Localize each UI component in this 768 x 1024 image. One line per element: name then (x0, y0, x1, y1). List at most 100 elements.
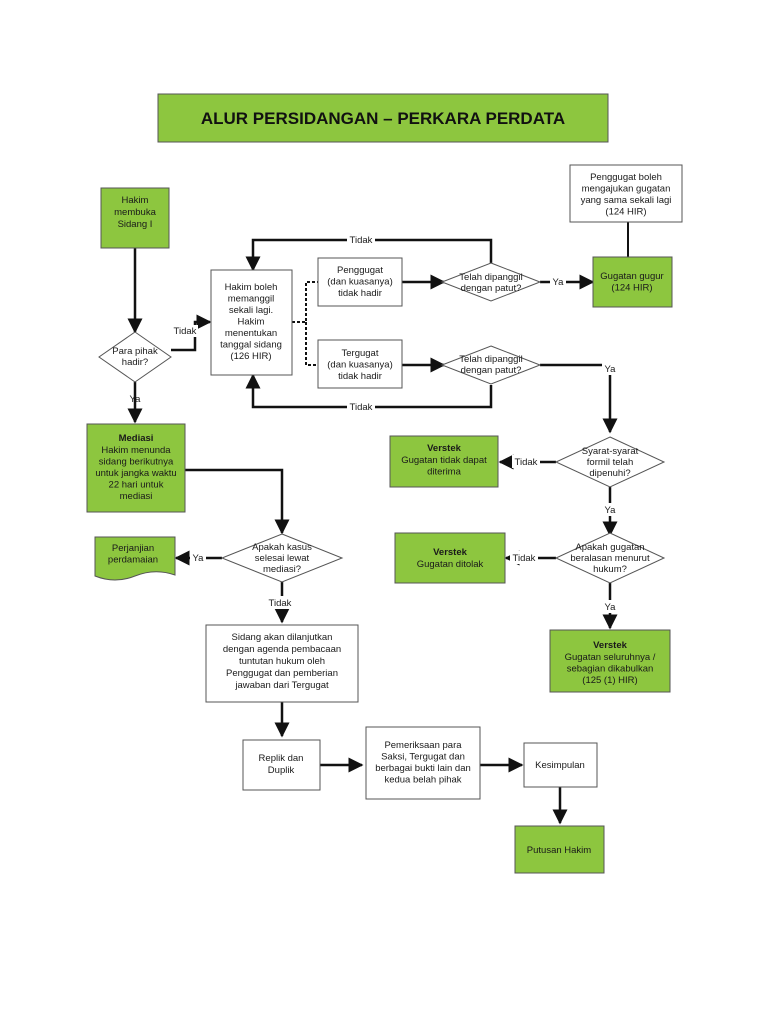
node-label-line: Hakim (238, 317, 265, 328)
node-label-line: memanggil (228, 294, 274, 305)
node-label-line: Hakim menunda (101, 445, 171, 456)
node-label-line: (124 HIR) (611, 283, 652, 294)
mediasi-heading: Mediasi (119, 433, 154, 444)
node-label-line: dipenuhi? (589, 468, 630, 479)
node-label-line: Apakah kasus (252, 542, 312, 553)
node-label-line: Kesimpulan (535, 760, 585, 771)
node-label-line: Sidang akan dilanjutkan (232, 632, 333, 643)
node-label-line: Telah dipanggil (459, 354, 522, 365)
page-title: ALUR PERSIDANGAN – PERKARA PERDATA (201, 109, 565, 128)
node-label-line: tanggal sidang (220, 340, 282, 351)
node-kesimpulan: Kesimpulan (523, 742, 598, 788)
node-label-line: tidak hadir (338, 371, 382, 382)
node-label-line: formil telah (587, 457, 633, 468)
edge-label: Ya (193, 553, 205, 564)
node-label: Putusan Hakim (527, 845, 592, 856)
node-label-line: dengan patut? (461, 283, 522, 294)
node-label-line: Pemeriksaan para (384, 740, 462, 751)
node-label-line: mengajukan gugatan (582, 184, 671, 195)
node-label-line: Gugatan seluruhnya / (565, 652, 656, 663)
node-label-line: sebagian dikabulkan (567, 664, 654, 675)
node-tergugat-tidak-hadir: Tergugat(dan kuasanya)tidak hadir (317, 339, 403, 389)
edge-label: Ya (605, 602, 617, 613)
node-label-line: dengan patut? (461, 365, 522, 376)
edge-label: Ya (130, 394, 142, 405)
node-label-line: menentukan (225, 328, 277, 339)
node-label-line: tuntutan hukum oleh (239, 656, 325, 667)
node-label-line: Duplik (268, 765, 295, 776)
edge-label: Tidak (515, 457, 538, 468)
node-label-line: untuk jangka waktu (95, 468, 176, 479)
node-label-line: Hakim boleh (225, 282, 278, 293)
node-label-line: hukum? (593, 564, 627, 575)
node-label-line: tidak hadir (338, 288, 382, 299)
node-label-line: Telah dipanggil (459, 272, 522, 283)
node-label-line: membuka (114, 207, 156, 218)
node-label-line: diterima (427, 467, 462, 478)
node-label-line: beralasan menurut (570, 553, 650, 564)
node-label-line: Syarat-syarat (582, 446, 639, 457)
node-label-line: sekali lagi. (229, 305, 273, 316)
node-label-line: Putusan Hakim (527, 845, 592, 856)
node-label-line: (dan kuasanya) (327, 360, 392, 371)
node-label: Gugatan gugur(124 HIR) (600, 271, 663, 294)
node-gugatan-gugur: Gugatan gugur(124 HIR) (592, 256, 673, 308)
verstek-heading: Verstek (427, 443, 462, 454)
node-label-line: selesai lewat (255, 553, 310, 564)
edge-dashed-penggugat (292, 281, 318, 323)
edge-label: Tidak (350, 235, 373, 246)
edge-label: Tidak (269, 598, 292, 609)
node-verstek-ditolak: Verstek Gugatan ditolak (394, 532, 506, 584)
node-label: Tergugat(dan kuasanya)tidak hadir (327, 348, 392, 382)
verstek-heading: Verstek (433, 547, 468, 558)
edge-label: Ya (553, 277, 565, 288)
edge-label: Tidak (513, 553, 536, 564)
edge-label: Tidak (174, 326, 197, 337)
node-label-line: mediasi? (263, 564, 301, 575)
node-label-line: (dan kuasanya) (327, 277, 392, 288)
node-label-line: Hakim (122, 195, 149, 206)
title-banner: ALUR PERSIDANGAN – PERKARA PERDATA (157, 93, 609, 143)
node-label-line: Apakah gugatan (575, 542, 644, 553)
node-label-line: perdamaian (108, 555, 158, 566)
node-label-line: 22 hari untuk (109, 480, 164, 491)
node-label-line: hadir? (122, 357, 148, 368)
node-label-line: Saksi, Tergugat dan (381, 752, 465, 763)
edge-labels: Tidak Ya Tidak Tidak Ya Ya Tidak Ya Tida… (130, 233, 618, 613)
node-label-line: Penggugat dan pemberian (226, 668, 338, 679)
node-verstek-dikabulkan: Verstek Gugatan seluruhnya /sebagian dik… (549, 629, 671, 693)
node-label-line: Penggugat boleh (590, 172, 662, 183)
node-label-line: Sidang I (118, 219, 153, 230)
edge-label: Ya (605, 364, 617, 375)
node-label-line: sidang berikutnya (99, 457, 174, 468)
node-label-line: Gugatan tidak dapat (401, 455, 487, 466)
node-label-line: kedua belah pihak (384, 775, 461, 786)
edge-label: Ya (605, 505, 617, 516)
node-label-line: mediasi (120, 491, 153, 502)
node-label-line: (124 HIR) (605, 207, 646, 218)
edge-dashed-tergugat (305, 322, 318, 366)
node-label-line: (125 (1) HIR) (582, 675, 637, 686)
edge-label: Tidak (350, 402, 373, 413)
node-label-line: Replik dan (259, 753, 304, 764)
verstek-heading: Verstek (593, 640, 628, 651)
node-label: Gugatan ditolak (417, 559, 484, 570)
node-label: Penggugat(dan kuasanya)tidak hadir (327, 265, 392, 299)
node-label-line: (126 HIR) (230, 351, 271, 362)
